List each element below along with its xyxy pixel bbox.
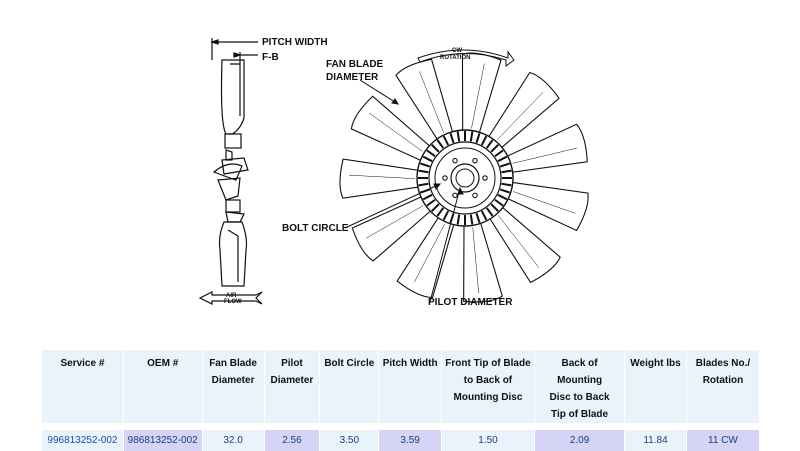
hub-rib — [499, 162, 511, 168]
cw-label: CW — [452, 48, 462, 54]
cell-oem: 986813252-002 — [122, 430, 203, 451]
fan-diagram: PITCH WIDTH F-B AIR FLOW CW ROTATION FAN… — [198, 37, 589, 308]
hub-rib — [418, 169, 429, 174]
hub-rib — [480, 135, 488, 146]
bolt-hole — [472, 192, 478, 199]
bolt-circle-label: BOLT CIRCLE — [282, 223, 349, 234]
pilot-diameter-label: PILOT DIAMETER — [428, 297, 513, 308]
fan-blade — [504, 181, 589, 232]
bolt-holes — [442, 157, 488, 199]
fb-label: F-B — [262, 52, 279, 63]
hub-rib — [485, 207, 494, 217]
blade-line — [368, 112, 423, 152]
cell-blades-rotation: 11 CW — [685, 430, 759, 451]
hub-rib — [499, 188, 511, 194]
hub-rib — [485, 139, 494, 149]
header-weight: Weight lbs — [624, 350, 687, 423]
bolt-hole — [452, 157, 458, 164]
rotation-label: ROTATION — [440, 55, 470, 61]
bolt-hole — [442, 175, 448, 181]
cell-fan-blade-diameter: 32.0 — [201, 430, 265, 451]
cw-rotation-arrow — [417, 49, 515, 67]
hub-rib — [497, 193, 508, 201]
hub-rib — [426, 198, 436, 207]
fan-blade — [396, 214, 456, 299]
hub-rib — [494, 198, 504, 207]
hub-rib — [469, 214, 474, 225]
cell-back-mounting: 2.09 — [534, 430, 625, 451]
hub-rib — [419, 162, 431, 168]
fan-blade-diameter-label-2: DIAMETER — [326, 72, 379, 83]
hub-rib — [456, 131, 461, 142]
cell-pilot-diameter: 2.56 — [263, 430, 320, 451]
cell-bolt-circle: 3.50 — [319, 430, 379, 451]
cell-service: 996813252-002 — [41, 430, 124, 451]
hub-rib — [418, 182, 429, 187]
blade-line — [472, 227, 479, 294]
header-bolt-circle: Bolt Circle — [319, 350, 379, 423]
fan-blade-diameter-label-1: FAN BLADE — [326, 59, 384, 70]
blade-line — [498, 215, 540, 268]
hub-rib — [490, 203, 499, 212]
header-service: Service # — [41, 350, 124, 423]
blade-line — [513, 191, 576, 214]
blade-line — [414, 223, 446, 283]
air-label: AIR — [226, 293, 237, 299]
cell-front-tip: 1.50 — [440, 430, 535, 451]
hub-rib — [497, 155, 508, 163]
hub-rib — [431, 144, 440, 153]
bolt-hole — [482, 175, 488, 181]
fan-blade — [463, 219, 503, 303]
blade-line — [419, 71, 444, 133]
hub-rib — [442, 210, 450, 221]
hub-rib — [501, 169, 512, 174]
header-pitch-width: Pitch Width — [378, 350, 442, 423]
hub-rib — [426, 149, 436, 158]
cell-weight: 11.84 — [624, 430, 687, 451]
hub-rib — [431, 203, 440, 212]
fan-blade — [487, 204, 561, 284]
hub-rib — [501, 182, 512, 187]
hub-rib — [480, 210, 488, 221]
bolt-hole — [472, 157, 478, 164]
hub-rib — [422, 155, 433, 163]
hub-rib — [442, 135, 450, 146]
hub-rib — [436, 139, 445, 149]
blade-line — [497, 92, 544, 140]
blade-line — [365, 205, 424, 239]
header-blades-rotation: Blades No./Rotation — [685, 350, 759, 423]
fan-front-view — [339, 52, 589, 303]
fan-blade — [350, 95, 433, 163]
hub-rib — [449, 132, 455, 144]
hub-rib — [475, 132, 481, 144]
spec-table-row: 996813252-002 986813252-002 32.0 2.56 3.… — [41, 430, 759, 451]
cell-pitch-width: 3.59 — [378, 430, 442, 451]
pitch-width-label: PITCH WIDTH — [262, 37, 328, 48]
header-oem: OEM # — [122, 350, 203, 423]
fan-blade — [486, 71, 560, 151]
hub-rib — [469, 131, 474, 142]
hub-rib — [475, 212, 481, 224]
blade-line — [512, 147, 578, 164]
fan-blade — [461, 52, 502, 137]
fan-blades — [339, 52, 589, 303]
fan-side-view — [198, 38, 263, 305]
flow-label: FLOW — [224, 299, 242, 305]
hub-rib — [490, 144, 499, 153]
hub-rib — [494, 149, 504, 158]
fan-blade — [339, 158, 422, 199]
hub-rib — [422, 193, 433, 201]
hub-ribs — [418, 131, 512, 225]
bolt-hole — [452, 192, 458, 199]
blade-line — [471, 63, 485, 129]
hub-rib — [456, 214, 461, 225]
hub-rib — [436, 207, 445, 217]
blade-line — [349, 174, 416, 179]
